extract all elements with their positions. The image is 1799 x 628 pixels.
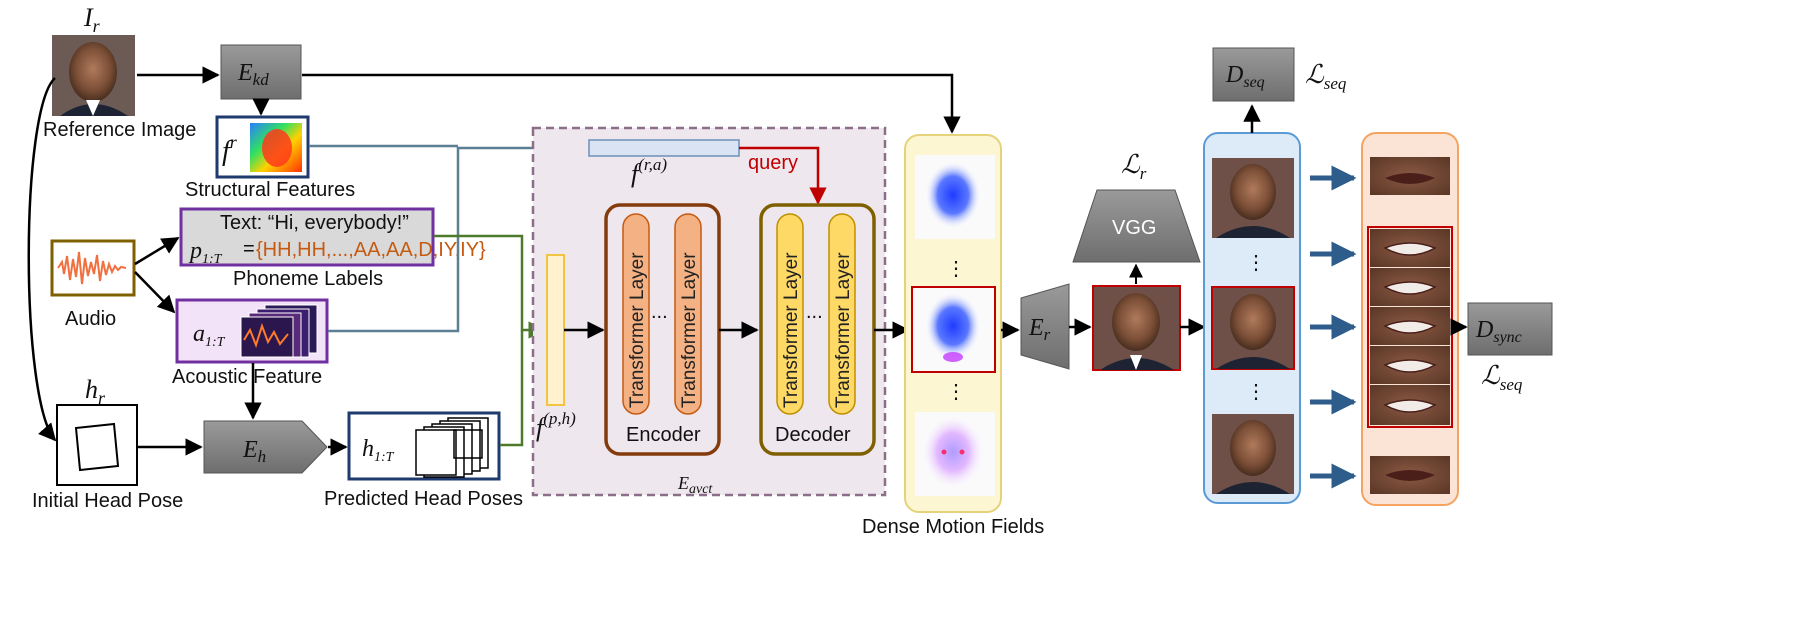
dseq-box — [1212, 47, 1295, 102]
decoder-layer-2-label: Transformer Layer — [833, 252, 854, 408]
decoder-label: Decoder — [775, 424, 851, 446]
mouth-crop-seq-2 — [1370, 268, 1450, 306]
frames-vdots-1: ⋮ — [1246, 252, 1266, 274]
mouth-crop-seq-1 — [1370, 229, 1450, 267]
dsync-label: Dsync — [1475, 317, 1522, 346]
reference-image — [52, 35, 135, 116]
arrow-query — [739, 146, 827, 205]
encoder-layer-1-label: Transformer Layer — [627, 252, 648, 408]
initial-head-pose-label: Initial Head Pose — [32, 490, 183, 512]
dense-motion-fields-label: Dense Motion Fields — [862, 516, 1044, 538]
encoder-layer-2-label: Transformer Layer — [679, 252, 700, 408]
line-headpose-to-fph — [500, 330, 524, 447]
encoder-layer-1 — [622, 213, 650, 415]
encoder-layer-2 — [674, 213, 702, 415]
decoder-layer-1-label: Transformer Layer — [781, 252, 802, 408]
mouth-crop-seq-4 — [1370, 346, 1450, 384]
arrow-audio-to-phoneme — [134, 236, 180, 266]
mouth-crop-seq-3 — [1370, 307, 1450, 345]
generated-frame — [1092, 285, 1181, 371]
ir-label: Ir — [83, 3, 101, 36]
acoustic-feature-label: Acoustic Feature — [172, 366, 322, 388]
fph-token-bar — [546, 254, 565, 406]
structural-features-label: Structural Features — [185, 179, 355, 201]
decoder-layer-1 — [776, 213, 804, 415]
waveform-icon — [57, 251, 127, 285]
heatmap-face — [262, 129, 292, 167]
a-label: a1:T — [193, 321, 226, 350]
spectrogram-stack-icon — [240, 304, 318, 358]
hr-label: hr — [85, 375, 106, 408]
ekd-label: Ekd — [237, 60, 269, 89]
eh-encoder — [203, 420, 328, 474]
dseq-label: Dseq — [1225, 62, 1265, 91]
vgg-label: VGG — [1112, 217, 1156, 239]
fra-label: f(r,a) — [631, 155, 667, 188]
initial-head-pose-box — [56, 404, 138, 486]
audio-label: Audio — [65, 308, 116, 330]
phoneme-box — [179, 207, 435, 267]
phoneme-labels-label: Phoneme Labels — [233, 268, 383, 290]
er-label: Er — [1028, 315, 1051, 344]
head-pose-stack-icon — [415, 417, 489, 478]
frame-2 — [1211, 286, 1295, 370]
motion-field-1 — [915, 155, 995, 239]
motion-vdots-1: ⋮ — [946, 258, 966, 280]
decoder-ellipsis: ... — [806, 301, 823, 323]
frame-1 — [1212, 158, 1294, 238]
mouth-crop-bottom — [1370, 456, 1450, 494]
lr-label: ℒr — [1121, 150, 1147, 183]
fra-token-bar — [588, 139, 740, 157]
reference-image-label: Reference Image — [43, 119, 196, 141]
motion-field-2 — [911, 286, 996, 373]
er-decoder — [1020, 283, 1070, 370]
arrow-ref-to-headpose — [27, 77, 57, 442]
phoneme-text-line: Text: “Hi, everybody!” — [220, 212, 409, 234]
fph-label: f(p,h) — [536, 409, 576, 442]
arrow-ekd-to-motion — [302, 73, 961, 134]
eh-label: Eh — [242, 437, 266, 466]
motion-field-3 — [915, 412, 995, 496]
phoneme-sequence: {HH,HH,...,AA,AA,D,IY,IY} — [256, 239, 486, 261]
dsync-box — [1467, 302, 1553, 356]
lseq-bottom-label: ℒseq — [1481, 361, 1523, 394]
query-label: query — [748, 152, 798, 174]
encoder-label: Encoder — [626, 424, 701, 446]
line-acoustic-to-fra — [328, 139, 588, 333]
frame-3 — [1212, 414, 1294, 494]
lseq-top-label: ℒseq — [1305, 60, 1347, 93]
h-label: h1:T — [362, 436, 395, 465]
ekd-box — [220, 44, 302, 100]
fr-label: fr — [222, 132, 238, 167]
decoder-layer-2 — [828, 213, 856, 415]
arrow-audio-to-acoustic — [134, 271, 176, 314]
mouth-crop-seq-5 — [1370, 385, 1450, 425]
encoder-ellipsis: ... — [651, 301, 668, 323]
motion-vdots-2: ⋮ — [946, 381, 966, 403]
phoneme-equals: = — [243, 238, 255, 260]
p-label: p1:T — [188, 238, 223, 267]
frames-vdots-2: ⋮ — [1246, 381, 1266, 403]
mouth-crop-top — [1370, 157, 1450, 195]
vgg-network — [1072, 189, 1201, 263]
eavct-label: Eavct — [677, 473, 713, 497]
head-pose-frame-icon — [74, 422, 120, 472]
predicted-head-poses-label: Predicted Head Poses — [324, 488, 523, 510]
